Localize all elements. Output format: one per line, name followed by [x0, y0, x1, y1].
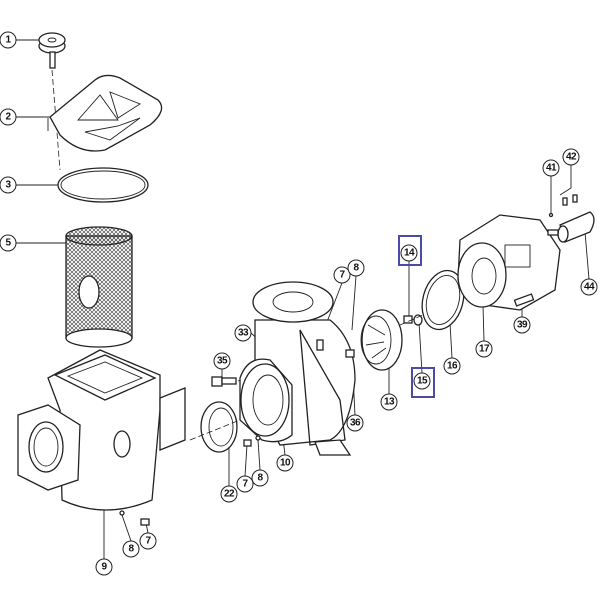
callout-33: 33 — [234, 324, 252, 342]
callout-3: 3 — [0, 176, 17, 194]
knob-part — [38, 32, 66, 171]
callout-9: 9 — [95, 558, 113, 576]
callout-35: 35 — [213, 352, 231, 370]
callout-36: 36 — [346, 414, 364, 432]
callout-8: 8 — [251, 469, 269, 487]
callout-10: 10 — [276, 454, 294, 472]
callout-8: 8 — [122, 540, 140, 558]
o-ring-part — [57, 167, 149, 203]
callout-16: 16 — [443, 357, 461, 375]
gasket-22-part — [189, 399, 291, 453]
highlight-box-14 — [398, 235, 422, 266]
callout-14: 14 — [400, 244, 418, 262]
impeller-part — [360, 309, 403, 371]
washer-part — [413, 314, 423, 326]
bracket-part — [457, 214, 561, 311]
callout-41: 41 — [542, 159, 560, 177]
callout-42: 42 — [562, 148, 580, 166]
callout-15: 15 — [413, 372, 431, 390]
highlight-box-15 — [411, 367, 435, 398]
callout-7: 7 — [333, 266, 351, 284]
callout-7: 7 — [139, 532, 157, 550]
callout-22: 22 — [220, 485, 238, 503]
callout-8: 8 — [347, 259, 365, 277]
callout-2: 2 — [0, 108, 17, 126]
callout-17: 17 — [475, 340, 493, 358]
bolt-39-part — [513, 293, 535, 307]
callout-1: 1 — [0, 31, 17, 49]
strainer-housing-part — [17, 349, 186, 526]
callout-39: 39 — [513, 316, 531, 334]
strainer-cover-part — [47, 74, 163, 152]
shaft-coupling-part — [547, 194, 595, 243]
callout-44: 44 — [580, 278, 598, 296]
pump-casing-part — [239, 281, 356, 456]
callout-5: 5 — [0, 234, 17, 252]
callout-13: 13 — [380, 393, 398, 411]
strainer-basket-part — [65, 226, 133, 348]
impeller-nut-part — [403, 315, 413, 324]
